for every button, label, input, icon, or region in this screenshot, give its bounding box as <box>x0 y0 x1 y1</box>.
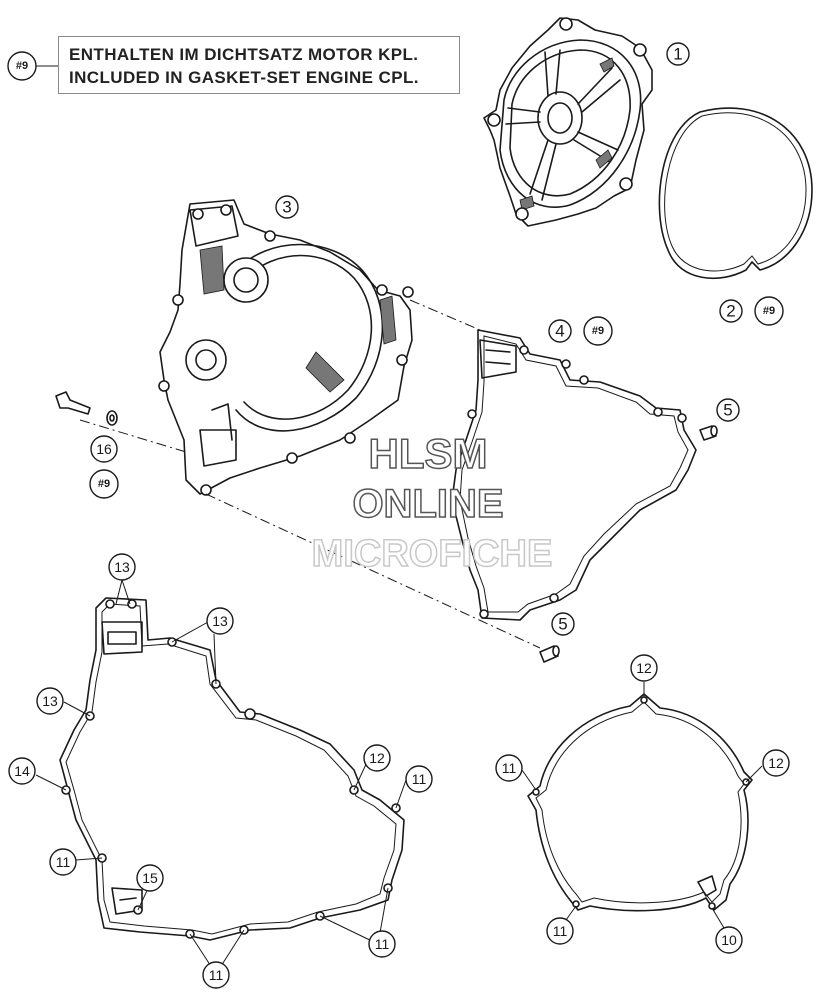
lower-right-leaders <box>521 682 763 929</box>
clutch-cover-housing <box>158 199 414 496</box>
callout-15: 15 <box>136 864 164 892</box>
callout-number: 15 <box>142 870 158 886</box>
callout-circle <box>546 917 574 945</box>
callout-circle <box>495 754 523 782</box>
o-ring-gasket <box>658 107 813 280</box>
callout-16: 16 #9 <box>89 435 119 499</box>
callout-12-right-gasket-top: 12 <box>630 654 658 682</box>
callout-number: 11 <box>412 771 427 787</box>
note-line-english: INCLUDED IN GASKET-SET ENGINE CPL. <box>69 68 419 87</box>
watermark-line-1: HLSM <box>369 430 488 477</box>
note-line-german: ENTHALTEN IM DICHTSATZ MOTOR KPL. <box>69 45 419 64</box>
callout-number: 2 <box>726 302 735 321</box>
callout-number: 10 <box>721 932 737 948</box>
callout-11-left-gasket-right: 11 <box>405 765 433 793</box>
callout-circle <box>716 398 740 422</box>
screw-part-16 <box>55 391 118 426</box>
outer-clutch-cover <box>483 17 653 227</box>
lower-left-gasket <box>59 597 405 941</box>
callout-circle <box>8 757 36 785</box>
callout-circle <box>762 749 790 777</box>
callout-number: 16 <box>96 441 112 457</box>
callout-12-right-gasket-side: 12 <box>762 749 790 777</box>
callout-circle <box>715 926 743 954</box>
callout-circle <box>206 607 234 635</box>
housing-gasket-part-4 <box>451 329 697 621</box>
callout-number: 11 <box>502 760 517 776</box>
watermark-line-3: MICROFICHE <box>312 533 553 575</box>
callout-circle <box>754 296 784 326</box>
callout-number: #9 <box>16 60 28 72</box>
callout-10: 10 <box>715 926 743 954</box>
callout-11-left-gasket-bottom: 11 <box>202 961 230 989</box>
callout-number: 4 <box>555 322 564 341</box>
lower-left-leaders <box>35 579 407 975</box>
callout-11-left-gasket-bottom-right: 11 <box>368 930 396 958</box>
callout-number: 11 <box>553 923 568 939</box>
callout-circle <box>719 299 743 323</box>
callout-number: #9 <box>98 478 110 490</box>
callout-3: 3 <box>275 195 299 219</box>
callout-number: 12 <box>369 750 385 766</box>
callout-number: 5 <box>723 401 732 420</box>
callout-number: 13 <box>212 613 228 629</box>
callout-13-left: 13 <box>36 687 64 715</box>
callout-1: 1 <box>666 42 690 66</box>
callout-11-right-gasket-left: 11 <box>495 754 523 782</box>
callout-number: 11 <box>56 854 71 870</box>
callout-circle <box>90 435 118 463</box>
callout-5-upper: 5 <box>716 398 740 422</box>
callout-circle <box>363 744 391 772</box>
callout-circle <box>548 319 572 343</box>
callout-number: 14 <box>14 763 30 779</box>
callout-circle <box>108 553 136 581</box>
callout-circle <box>551 612 575 636</box>
callout-number: 5 <box>558 615 567 634</box>
dowel-pin-upper <box>699 425 718 441</box>
callout-number: 11 <box>209 967 224 983</box>
callout-number: #9 <box>763 305 775 317</box>
callout-circle <box>666 42 690 66</box>
callout-circle <box>275 195 299 219</box>
callout-12-left-gasket: 12 <box>363 744 391 772</box>
callout-circle <box>49 848 77 876</box>
callout-13-top: 13 <box>108 553 136 581</box>
callout-number: #9 <box>592 325 604 337</box>
callout-circle <box>405 765 433 793</box>
callout-circle <box>136 864 164 892</box>
dowel-pin-lower <box>539 645 560 663</box>
callout-number: 3 <box>282 198 291 217</box>
callout-circle <box>36 687 64 715</box>
gasket-set-note: ENTHALTEN IM DICHTSATZ MOTOR KPL. INCLUD… <box>58 36 460 94</box>
watermark: HLSM ONLINE MICROFICHE <box>311 429 553 576</box>
callout-number: 12 <box>636 660 652 676</box>
callout-circle <box>202 961 230 989</box>
callout-number: 12 <box>768 755 784 771</box>
callout-circle <box>368 930 396 958</box>
assembly-lines <box>79 299 541 649</box>
callout-circle <box>89 469 119 499</box>
callout-2: 2 #9 <box>719 296 784 326</box>
callout-14: 14 <box>8 757 36 785</box>
callout-11-right-gasket-bottom: 11 <box>546 917 574 945</box>
callout-circle <box>630 654 658 682</box>
note-tag-callout: #9 <box>7 51 58 81</box>
callout-number: 1 <box>673 45 682 64</box>
callout-13-right: 13 <box>206 607 234 635</box>
callout-circle <box>583 316 613 346</box>
lower-right-gasket <box>527 693 753 912</box>
callout-11-left-gasket-mid: 11 <box>49 848 77 876</box>
callout-number: 13 <box>42 693 58 709</box>
callout-number: 13 <box>114 559 130 575</box>
callout-5-lower: 5 <box>551 612 575 636</box>
callout-4: 4 #9 <box>548 316 613 346</box>
watermark-line-2: ONLINE <box>352 482 503 526</box>
callout-number: 11 <box>375 936 390 952</box>
